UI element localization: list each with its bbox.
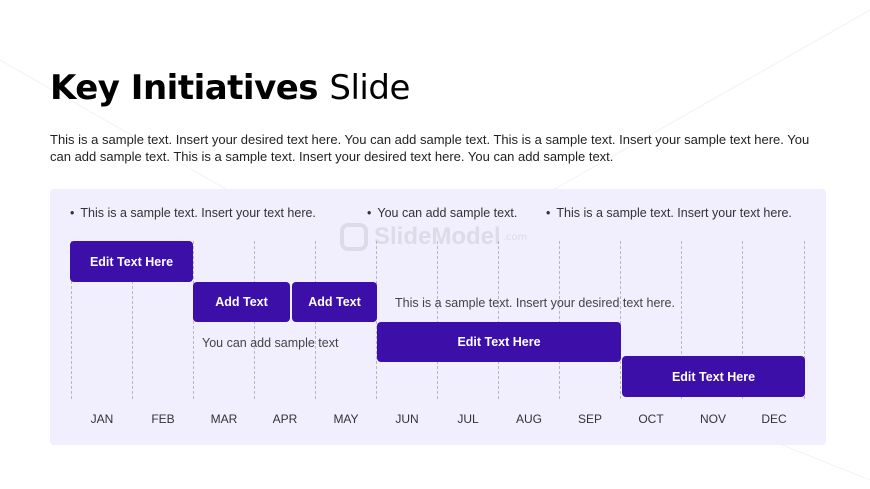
watermark-suffix: .com bbox=[502, 231, 528, 243]
month-gridline bbox=[804, 241, 805, 399]
gantt-bar[interactable]: Edit Text Here bbox=[70, 241, 193, 282]
month-label: SEP bbox=[577, 412, 602, 426]
month-label: JAN bbox=[90, 412, 114, 426]
month-label: APR bbox=[272, 412, 298, 426]
timeline-bullet: •This is a sample text. Insert your text… bbox=[546, 206, 792, 220]
gantt-bar[interactable]: Add Text bbox=[193, 282, 290, 322]
gantt-bar[interactable]: Edit Text Here bbox=[377, 322, 621, 362]
month-label: MAY bbox=[333, 412, 359, 426]
gantt-bar[interactable]: Edit Text Here bbox=[622, 356, 805, 397]
month-label: FEB bbox=[151, 412, 175, 426]
gantt-bar[interactable]: Add Text bbox=[292, 282, 377, 322]
month-gridline bbox=[132, 241, 133, 399]
month-gridline bbox=[498, 241, 499, 399]
month-gridline bbox=[437, 241, 438, 399]
bullet-dot-icon: • bbox=[367, 206, 372, 220]
timeline-panel: •This is a sample text. Insert your text… bbox=[50, 189, 826, 445]
month-label: JUN bbox=[395, 412, 419, 426]
timeline-note: This is a sample text. Insert your desir… bbox=[395, 296, 675, 310]
month-gridline bbox=[620, 241, 621, 399]
month-gridline bbox=[376, 241, 377, 399]
slide-description: This is a sample text. Insert your desir… bbox=[50, 132, 810, 164]
month-label: OCT bbox=[638, 412, 664, 426]
month-gridline bbox=[559, 241, 560, 399]
timeline-note: You can add sample text bbox=[202, 336, 339, 350]
timeline-bullet: •You can add sample text. bbox=[367, 206, 518, 220]
title-rest: Slide bbox=[329, 68, 410, 108]
month-label: JUL bbox=[457, 412, 479, 426]
bullet-dot-icon: • bbox=[70, 206, 75, 220]
month-label: NOV bbox=[699, 412, 726, 426]
slidemodel-logo-icon bbox=[340, 223, 368, 251]
watermark-text: SlideModel bbox=[374, 223, 501, 250]
month-label: DEC bbox=[761, 412, 787, 426]
month-gridline bbox=[681, 241, 682, 399]
month-label: MAR bbox=[210, 412, 238, 426]
slidemodel-watermark: SlideModel .com bbox=[340, 219, 527, 255]
page-title: Key Initiatives Slide bbox=[50, 66, 410, 110]
month-gridline bbox=[742, 241, 743, 399]
bullet-dot-icon: • bbox=[546, 206, 551, 220]
month-gridline bbox=[71, 241, 72, 399]
timeline-bullet: •This is a sample text. Insert your text… bbox=[70, 206, 316, 220]
title-bold: Key Initiatives bbox=[50, 68, 319, 108]
month-label: AUG bbox=[515, 412, 542, 426]
